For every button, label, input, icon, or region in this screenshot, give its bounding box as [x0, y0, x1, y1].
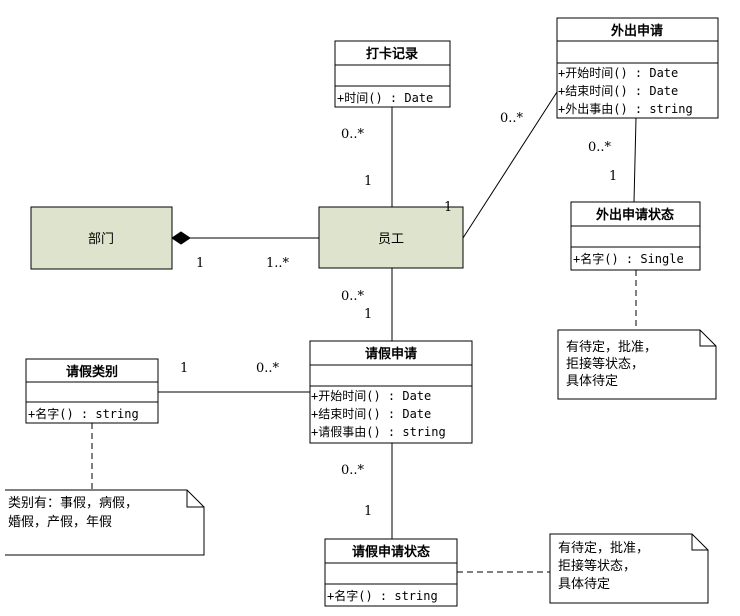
mult-qingjia-one: 1: [364, 307, 372, 322]
entity-yuangong-label: 员工: [378, 232, 404, 247]
line-yuangong-waichu: [462, 91, 558, 239]
class-waichuzt-title: 外出申请状态: [595, 207, 674, 223]
class-waichu-title: 外出申请: [610, 23, 663, 39]
note-leibie-line-1: 类别有：事假，病假，: [8, 496, 138, 511]
note-qjzt-line-3: 具体待定: [558, 577, 610, 592]
mult-qjzt-many: 0..*: [341, 463, 365, 478]
class-qingjia[interactable]: 请假申请 +开始时间() : Date +结束时间() : Date +请假事由…: [309, 340, 473, 444]
note-waichuzt-line-1: 有待定，批准，: [566, 340, 657, 355]
note-qjzt-line-1: 有待定，批准，: [558, 541, 649, 556]
class-waichu-attr-3: +外出事由() : string: [558, 102, 693, 116]
mult-qjzt-one: 1: [364, 504, 372, 519]
note-waichuzt-line-3: 具体待定: [566, 374, 618, 389]
class-waichu-attr-1: +开始时间() : Date: [558, 66, 678, 80]
mult-leibie-many: 0..*: [256, 361, 280, 376]
class-waichu-attr-2: +结束时间() : Date: [558, 84, 678, 98]
class-qjzt[interactable]: 请假申请状态 +名字() : string: [324, 538, 458, 607]
note-connectors: [91, 270, 637, 573]
class-qingjia-attr-1: +开始时间() : Date: [311, 389, 431, 403]
class-qingjia-attr-3: +请假事由() : string: [311, 425, 446, 439]
mult-leibie-one: 1: [180, 361, 188, 376]
note-qjzt-line-2: 拒接等状态，: [558, 558, 636, 574]
class-leibie[interactable]: 请假类别 +名字() : string: [25, 358, 159, 424]
class-qingjia-title: 请假申请: [365, 346, 417, 362]
mult-waichu-one: 1: [444, 200, 452, 215]
mult-bumen-one: 1: [196, 256, 204, 271]
composition-diamond-icon: [171, 231, 191, 245]
class-waichuzt[interactable]: 外出申请状态 +名字() : Single: [570, 201, 701, 271]
class-qjzt-title: 请假申请状态: [352, 544, 430, 560]
class-waichuzt-attr-1: +名字() : Single: [573, 251, 684, 266]
mult-waichuzt-many: 0..*: [588, 140, 612, 155]
entity-bumen[interactable]: 部门: [30, 206, 173, 270]
note-waichuzt-line-2: 拒接等状态，: [566, 356, 644, 372]
association-lines: [158, 91, 637, 539]
class-daka-title: 打卡记录: [366, 46, 418, 62]
mult-waichu-many: 0..*: [500, 111, 524, 126]
note-leibie-line-2: 婚假，产假，年假: [8, 515, 112, 530]
class-qingjia-attr-2: +结束时间() : Date: [311, 407, 431, 421]
mult-daka-one: 1: [364, 174, 372, 189]
mult-waichuzt-one: 1: [609, 169, 617, 184]
mult-qingjia-many: 0..*: [341, 289, 365, 304]
mult-daka-many: 0..*: [341, 127, 365, 142]
class-leibie-attr-1: +名字() : string: [28, 406, 139, 421]
class-daka-attr-1: +时间() : Date: [337, 91, 433, 105]
entity-yuangong[interactable]: 员工: [318, 206, 464, 269]
note-qjzt: 有待定，批准， 拒接等状态， 具体待定: [549, 533, 709, 604]
note-leibie: 类别有：事假，病假， 婚假，产假，年假: [5, 489, 205, 556]
class-qjzt-attr-1: +名字() : string: [327, 588, 438, 603]
class-waichu[interactable]: 外出申请 +开始时间() : Date +结束时间() : Date +外出事由…: [556, 17, 719, 119]
class-daka[interactable]: 打卡记录 +时间() : Date: [334, 40, 451, 108]
note-waichuzt: 有待定，批准， 拒接等状态， 具体待定: [557, 329, 717, 400]
class-leibie-title: 请假类别: [66, 364, 118, 380]
entity-bumen-label: 部门: [88, 232, 114, 247]
line-waichu-waichuzt: [633, 117, 637, 203]
mult-bumen-many: 1..*: [266, 256, 290, 271]
